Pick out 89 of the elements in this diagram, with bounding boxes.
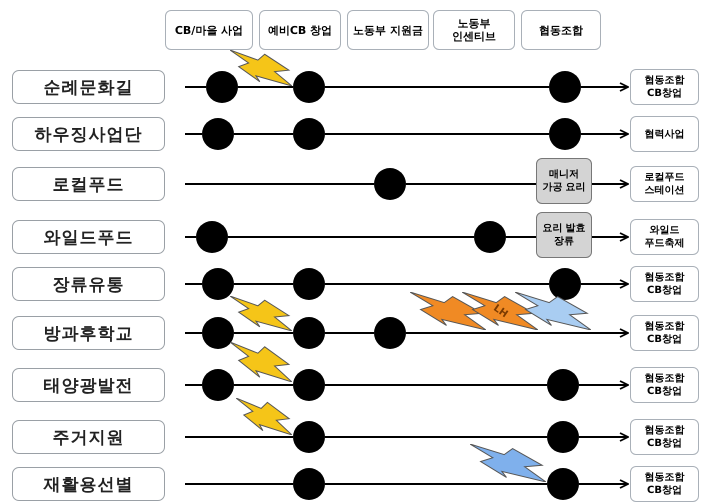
outcome-box: 협동조합 CB창업: [630, 266, 699, 302]
outcome-box: 협동조합 CB창업: [630, 367, 699, 403]
project-label-box: 로컬푸드: [12, 167, 165, 201]
milestone-dot: [293, 118, 325, 150]
outcome-box: 협동조합 CB창업: [630, 69, 699, 105]
timeline-arrow: [592, 232, 629, 242]
milestone-dot: [374, 168, 406, 200]
timeline-line: [185, 483, 293, 485]
timeline-arrow: [579, 479, 629, 489]
timeline-line: [228, 236, 474, 238]
milestone-dot: [293, 71, 325, 103]
timeline-line: [234, 283, 293, 285]
project-label-box: 장류유통: [12, 267, 165, 301]
timeline-line: [325, 436, 547, 438]
lightning-callout: [410, 292, 486, 330]
project-label-box: 순례문화길: [12, 70, 165, 104]
timeline-line: [406, 183, 536, 185]
timeline-line: [234, 384, 293, 386]
milestone-dot: [549, 268, 581, 300]
timeline-arrow: [581, 129, 629, 139]
milestone-dot: [206, 71, 238, 103]
callout-label: LH: [490, 302, 510, 320]
milestone-dot: [474, 221, 506, 253]
project-label-box: 와일드푸드: [12, 220, 165, 254]
timeline-arrow: [581, 82, 629, 92]
timeline-line: [325, 133, 549, 135]
lightning-callout: [230, 296, 292, 331]
timeline-line: [185, 384, 202, 386]
timeline-line: [185, 436, 293, 438]
milestone-dot: [293, 369, 325, 401]
stage-header-box: 노동부 지원금: [347, 10, 429, 50]
milestone-dot: [202, 118, 234, 150]
outcome-box: 협력사업: [630, 116, 699, 152]
stage-header-box: 노동부 인센티브: [433, 10, 515, 50]
timeline-line: [234, 133, 293, 135]
milestone-dot: [202, 369, 234, 401]
timeline-line: [185, 86, 206, 88]
timeline-line: [234, 332, 293, 334]
timeline-arrow: [406, 328, 629, 338]
milestone-dot: [196, 221, 228, 253]
lightning-callout: [230, 50, 292, 86]
milestone-dot: [549, 118, 581, 150]
note-box: 요리 발효 장류: [536, 212, 592, 258]
outcome-box: 협동조합 CB창업: [630, 315, 699, 351]
note-box: 매니저 가공 요리: [536, 158, 592, 204]
timeline-line: [325, 332, 374, 334]
milestone-dot: [293, 468, 325, 500]
lightning-callout: [462, 292, 538, 330]
project-label-box: 재활용선별: [12, 467, 165, 501]
outcome-box: 와일드 푸드축제: [630, 219, 699, 255]
project-label-box: 주거지원: [12, 420, 165, 454]
timeline-line: [325, 86, 549, 88]
timeline-line: [238, 86, 293, 88]
lightning-callout: [470, 444, 546, 482]
lightning-callout: [515, 292, 591, 330]
outcome-box: 협동조합 CB창업: [630, 466, 699, 502]
stage-header-box: 예비CB 창업: [259, 10, 341, 50]
outcome-box: 협동조합 CB창업: [630, 419, 699, 455]
timeline-line: [185, 183, 374, 185]
timeline-arrow: [581, 279, 629, 289]
milestone-dot: [547, 369, 579, 401]
milestone-dot: [293, 268, 325, 300]
timeline-line: [185, 283, 202, 285]
timeline-line: [185, 236, 196, 238]
timeline-arrow: [579, 432, 629, 442]
milestone-dot: [293, 317, 325, 349]
project-label-box: 태양광발전: [12, 368, 165, 402]
lightning-callout: [236, 398, 292, 435]
milestone-dot: [547, 468, 579, 500]
milestone-dot: [202, 317, 234, 349]
timeline-line: [185, 332, 202, 334]
project-label-box: 하우징사업단: [12, 117, 165, 151]
timeline-line: [506, 236, 536, 238]
lightning-callout: [230, 342, 292, 382]
timeline-arrow: [592, 179, 629, 189]
timeline-line: [325, 283, 549, 285]
milestone-dot: [293, 421, 325, 453]
milestone-dot: [374, 317, 406, 349]
milestone-dot: [547, 421, 579, 453]
timeline-line: [325, 384, 547, 386]
stage-header-box: CB/마을 사업: [165, 10, 253, 50]
timeline-arrow: [579, 380, 629, 390]
timeline-line: [325, 483, 547, 485]
stage-header-box: 협동조합: [521, 10, 601, 50]
milestone-dot: [549, 71, 581, 103]
outcome-box: 로컬푸드 스테이션: [630, 166, 699, 202]
project-label-box: 방과후학교: [12, 316, 165, 350]
timeline-line: [185, 133, 202, 135]
milestone-dot: [202, 268, 234, 300]
